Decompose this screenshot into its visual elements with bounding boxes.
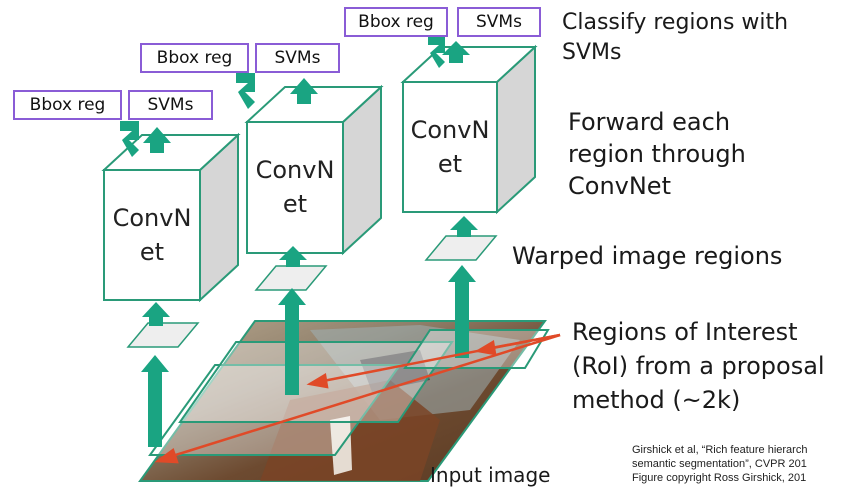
convnet-cubes xyxy=(101,44,538,303)
warped-region-tiles xyxy=(126,235,498,348)
roi-pointer-arrows xyxy=(154,333,561,464)
warped-annotation: Warped image regions xyxy=(512,242,783,270)
svms-box-2: SVMs xyxy=(255,43,340,73)
bbox-reg-box-1: Bbox reg xyxy=(13,90,122,120)
svms-box-1: SVMs xyxy=(128,90,213,120)
bbox-reg-box-2: Bbox reg xyxy=(140,43,249,73)
roi-annotation: Regions of Interest(RoI) from a proposal… xyxy=(572,318,825,414)
svms-box-3: SVMs xyxy=(457,7,541,37)
bbox-reg-box-3: Bbox reg xyxy=(344,7,448,37)
flow-arrows xyxy=(120,36,478,447)
input-image-label: Input image xyxy=(430,463,551,487)
